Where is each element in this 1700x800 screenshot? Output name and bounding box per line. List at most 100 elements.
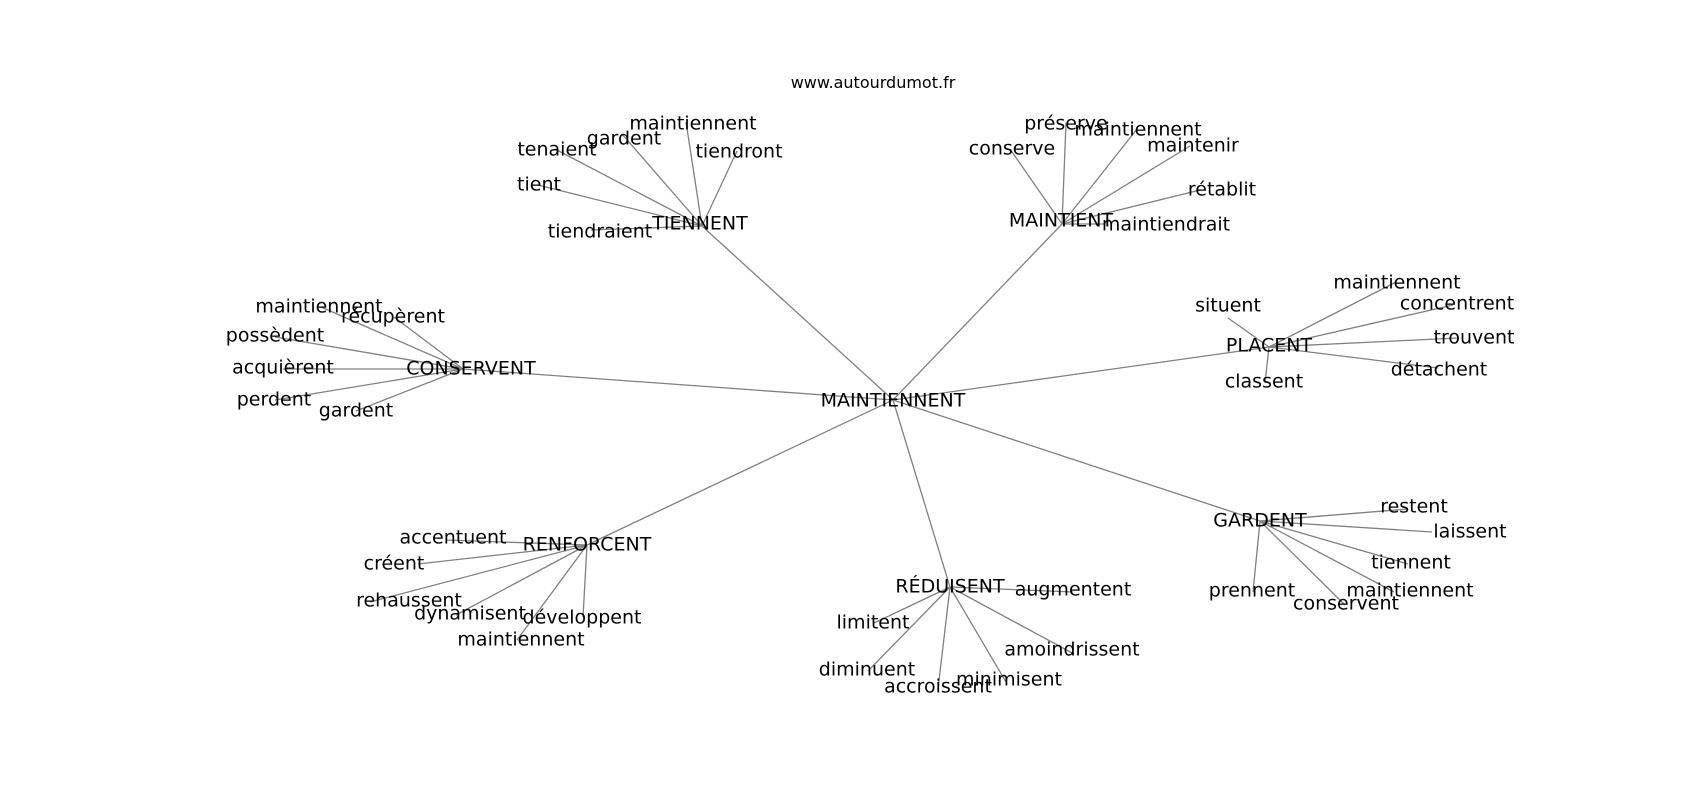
edge-gardent-laissent (1259, 520, 1433, 533)
leaf-node-preserve[interactable]: préserve (1024, 113, 1107, 135)
leaf-node-conserve[interactable]: conserve (969, 138, 1055, 160)
edge-center-tiennent (701, 225, 894, 401)
edge-maintient-maintiennent (1061, 128, 1138, 225)
edge-tiennent-tenaient (554, 148, 703, 227)
cluster-node-gardent[interactable]: GARDENT (1213, 510, 1307, 532)
edge-center-gardent (892, 399, 1261, 522)
leaf-node-maintiennent[interactable]: maintiennent (457, 629, 584, 651)
leaf-node-concentrent[interactable]: concentrent (1400, 293, 1514, 315)
leaf-node-perdent[interactable]: perdent (237, 389, 311, 411)
edge-gardent-conservent (1259, 520, 1346, 606)
edge-placent-classent (1264, 346, 1270, 384)
leaf-node-maintiennent[interactable]: maintiennent (1333, 272, 1460, 294)
leaf-node-restent[interactable]: restent (1380, 496, 1448, 518)
leaf-node-accroissent[interactable]: accroissent (884, 676, 992, 698)
leaf-node-gardent[interactable]: gardent (587, 128, 661, 150)
leaf-node-conservent[interactable]: conservent (1293, 593, 1399, 615)
cluster-node-tiennent[interactable]: TIENNENT (651, 213, 748, 235)
leaf-node-rehaussent[interactable]: rehaussent (356, 590, 462, 612)
edge-reduisent-augmentent (949, 586, 1074, 593)
edge-reduisent-amoindrissent (949, 586, 1075, 655)
leaf-node-developpent[interactable]: développent (523, 607, 642, 629)
leaf-node-maintiendrait[interactable]: maintiendrait (1102, 214, 1230, 236)
leaf-node-tiendraient[interactable]: tiendraient (548, 221, 652, 243)
cluster-node-renforcent[interactable]: RENFORCENT (523, 534, 652, 556)
edge-conservent-gardent (355, 368, 464, 412)
edge-conservent-possedent (274, 336, 464, 370)
edge-renforcent-accentuent (445, 539, 588, 546)
leaf-node-prennent[interactable]: prennent (1209, 580, 1295, 602)
leaf-node-accentuent[interactable]: accentuent (400, 527, 507, 549)
leaf-node-classent[interactable]: classent (1225, 371, 1303, 393)
leaf-node-maintiennent[interactable]: maintiennent (255, 296, 382, 318)
edges (274, 121, 1459, 690)
leaf-node-trouvent[interactable]: trouvent (1434, 327, 1515, 349)
edge-tiennent-tiendront (701, 150, 738, 227)
edge-renforcent-rehaussent (369, 544, 588, 603)
edge-renforcent-maintiennent (516, 544, 588, 641)
edge-gardent-restent (1259, 508, 1409, 522)
leaf-node-creent[interactable]: créent (364, 553, 425, 575)
leaf-node-amoindrissent[interactable]: amoindrissent (1004, 639, 1139, 661)
edge-center-maintient (892, 223, 1063, 401)
leaf-node-acquierent[interactable]: acquièrent (232, 357, 334, 379)
edge-maintient-preserve (1061, 122, 1067, 225)
edge-placent-trouvent (1268, 337, 1459, 348)
edge-reduisent-limitent (873, 586, 951, 624)
leaf-node-dynamisent[interactable]: dynamisent (414, 603, 526, 625)
edge-maintient-retablit (1061, 189, 1201, 225)
labels: MAINTIENNENTTIENNENTmaintiennentgardentt… (226, 113, 1515, 698)
edge-tiennent-tiendraient (590, 225, 703, 231)
cluster-node-reduisent[interactable]: RÉDUISENT (895, 575, 1005, 598)
edge-tiennent-maintiennent (685, 121, 703, 227)
edge-placent-situent (1227, 317, 1270, 348)
leaf-node-possedent[interactable]: possèdent (226, 325, 324, 347)
edge-gardent-tiennent (1259, 520, 1409, 565)
leaf-node-limitent[interactable]: limitent (837, 612, 910, 634)
edge-placent-concentrent (1268, 304, 1454, 348)
edge-center-conservent (462, 368, 894, 401)
leaf-node-gardent[interactable]: gardent (319, 400, 393, 422)
leaf-node-diminuent[interactable]: diminuent (819, 659, 915, 681)
leaf-node-tiennent[interactable]: tiennent (1371, 552, 1451, 574)
edge-tiennent-tient (537, 184, 703, 227)
leaf-node-maintiennent[interactable]: maintiennent (629, 113, 756, 135)
leaf-node-retablit[interactable]: rétablit (1188, 179, 1256, 201)
cluster-node-maintient[interactable]: MAINTIENT (1009, 210, 1114, 232)
edge-renforcent-developpent (582, 544, 588, 618)
leaf-node-tiendront[interactable]: tiendront (695, 141, 782, 163)
edge-maintient-conserve (1009, 148, 1063, 225)
leaf-node-detachent[interactable]: détachent (1391, 359, 1488, 381)
leaf-node-tient[interactable]: tient (517, 174, 561, 196)
leaf-node-laissent[interactable]: laissent (1433, 521, 1506, 543)
leaf-node-maintiennent[interactable]: maintiennent (1074, 119, 1201, 141)
edge-gardent-maintiennent (1259, 520, 1395, 593)
edge-center-reduisent (892, 399, 951, 588)
edge-maintient-maintenir (1061, 145, 1191, 225)
edge-reduisent-diminuent (867, 586, 951, 672)
leaf-node-augmentent[interactable]: augmentent (1015, 579, 1132, 601)
leaf-node-situent[interactable]: situent (1195, 295, 1261, 317)
edge-reduisent-minimisent (949, 586, 1007, 683)
edge-placent-detachent (1268, 346, 1439, 369)
edge-reduisent-accroissent (937, 586, 951, 690)
edge-renforcent-creent (417, 544, 588, 565)
leaf-node-tenaient[interactable]: tenaient (517, 139, 596, 161)
edge-center-placent (892, 346, 1270, 401)
edge-tiennent-gardent (621, 133, 703, 227)
cluster-node-placent[interactable]: PLACENT (1226, 335, 1313, 357)
leaf-node-maintenir[interactable]: maintenir (1147, 135, 1239, 157)
leaf-node-recuperent[interactable]: récupèrent (341, 306, 445, 328)
cluster-node-conservent[interactable]: CONSERVENT (406, 358, 536, 380)
edge-conservent-perdent (274, 368, 464, 401)
edge-conservent-maintiennent (320, 306, 464, 370)
leaf-node-minimisent[interactable]: minimisent (956, 669, 1062, 691)
edge-placent-maintiennent (1268, 281, 1397, 348)
edge-conservent-recuperent (393, 316, 464, 370)
center-node-label[interactable]: MAINTIENNENT (821, 390, 966, 412)
leaf-node-maintiennent[interactable]: maintiennent (1346, 580, 1473, 602)
edge-renforcent-dynamisent (455, 544, 588, 616)
source-watermark: www.autourdumot.fr (791, 73, 956, 92)
edge-gardent-prennent (1252, 520, 1261, 593)
